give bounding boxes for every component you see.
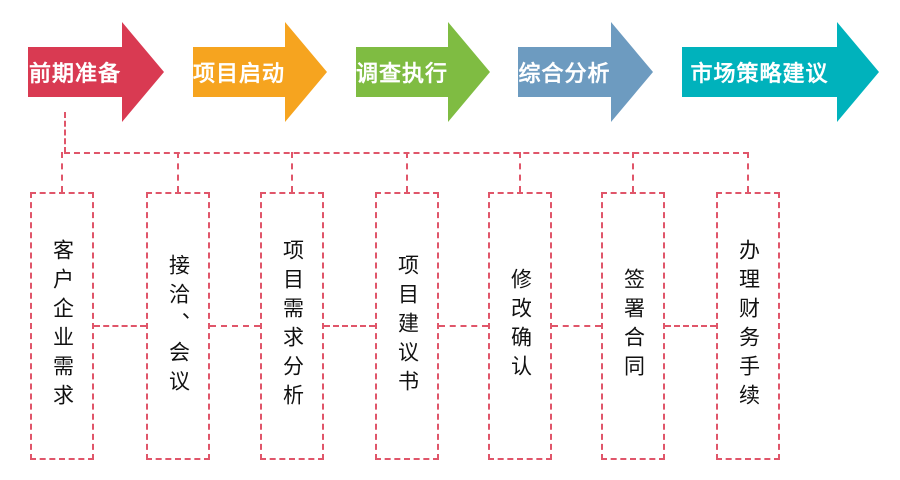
connector-line (439, 325, 488, 327)
connector-line (406, 152, 408, 192)
connector-line (64, 112, 66, 153)
process-step-box: 修改确认 (488, 192, 552, 460)
connector-line (665, 325, 716, 327)
flow-arrow-label: 前期准备 (28, 62, 121, 87)
flow-arrow-preparation: 前期准备 (28, 22, 164, 122)
process-step-label: 签署合同 (621, 268, 646, 384)
process-step-label: 修改确认 (508, 268, 533, 384)
connector-line (61, 152, 63, 192)
flow-arrow-label: 市场策略建议 (690, 62, 829, 87)
connector-line (210, 325, 260, 327)
connector-line (552, 325, 601, 327)
flow-arrow-survey: 调查执行 (356, 22, 490, 122)
flow-arrow-label: 调查执行 (356, 62, 449, 87)
process-step-box: 项目建议书 (375, 192, 439, 460)
process-step-label: 项目需求分析 (280, 239, 305, 413)
process-step-label: 办理财务手续 (736, 239, 761, 413)
process-step-label: 项目建议书 (395, 253, 420, 399)
process-step-label: 客户企业需求 (50, 239, 75, 413)
flow-arrow-analysis: 综合分析 (518, 22, 653, 122)
process-step-label: 接洽、会议 (166, 253, 191, 399)
connector-line (747, 152, 749, 192)
connector-line (519, 152, 521, 192)
connector-line (177, 152, 179, 192)
process-step-box: 办理财务手续 (716, 192, 780, 460)
flow-arrow-launch: 项目启动 (193, 22, 327, 122)
flow-arrow-label: 综合分析 (518, 62, 611, 87)
connector-line (324, 325, 375, 327)
connector-line (291, 152, 293, 192)
process-step-box: 接洽、会议 (146, 192, 210, 460)
process-step-box: 客户企业需求 (30, 192, 94, 460)
connector-line (632, 152, 634, 192)
process-step-box: 项目需求分析 (260, 192, 324, 460)
flow-arrow-label: 项目启动 (193, 62, 286, 87)
connector-line (94, 325, 146, 327)
flow-arrow-strategy: 市场策略建议 (682, 22, 879, 122)
process-step-box: 签署合同 (601, 192, 665, 460)
